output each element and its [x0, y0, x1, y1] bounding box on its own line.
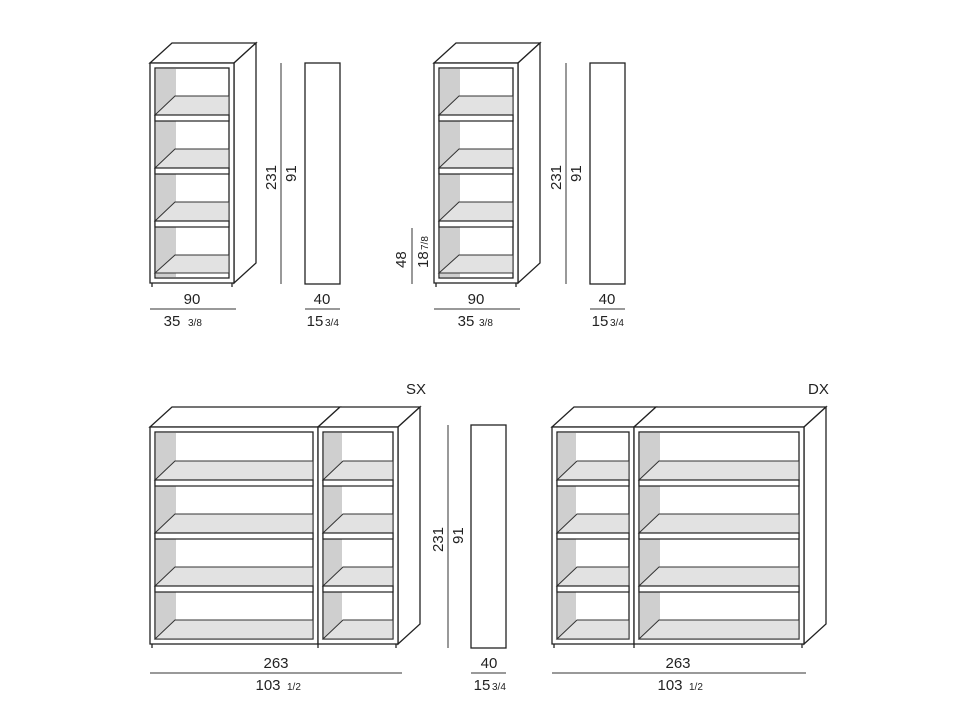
plinth-in-b: 18 [415, 251, 432, 268]
width-in-frac-a: 3/8 [188, 318, 202, 329]
bookcase-sx [148, 405, 422, 648]
depth-in-frac-sx: 3/4 [492, 682, 506, 693]
width-in-b: 35 [458, 313, 475, 330]
width-cm-sx: 263 [263, 655, 288, 672]
label-dx: DX [808, 381, 829, 398]
height-cm-a: 231 [263, 165, 280, 190]
height-cm-sx: 231 [430, 527, 447, 552]
width-in-frac-sx: 1/2 [287, 682, 301, 693]
plinth-cm-b: 48 [393, 251, 410, 268]
width-in-sx: 103 [255, 677, 280, 694]
side-view-sx [470, 424, 507, 649]
width-in-frac-dx: 1/2 [689, 682, 703, 693]
width-in-a: 35 [164, 313, 181, 330]
label-sx: SX [406, 381, 426, 398]
plinth-in-frac-b: 7/8 [420, 236, 431, 250]
bookcase-dx [550, 405, 828, 648]
side-view-b [589, 62, 626, 285]
depth-cm-a: 40 [314, 291, 331, 308]
width-cm-a: 90 [184, 291, 201, 308]
width-cm-b: 90 [468, 291, 485, 308]
bookcase-b [432, 41, 542, 287]
depth-cm-sx: 40 [481, 655, 498, 672]
height-in-sx: 91 [450, 527, 467, 544]
width-cm-dx: 263 [665, 655, 690, 672]
depth-cm-b: 40 [599, 291, 616, 308]
height-in-b: 91 [568, 165, 585, 182]
width-in-dx: 103 [657, 677, 682, 694]
depth-in-b: 15 [592, 313, 609, 330]
depth-in-a: 15 [307, 313, 324, 330]
height-in-a: 91 [283, 165, 300, 182]
bookcase-a [148, 41, 258, 287]
depth-in-frac-b: 3/4 [610, 318, 624, 329]
width-in-frac-b: 3/8 [479, 318, 493, 329]
depth-in-frac-a: 3/4 [325, 318, 339, 329]
depth-in-sx: 15 [474, 677, 491, 694]
side-view-a [304, 62, 341, 285]
height-cm-b: 231 [548, 165, 565, 190]
